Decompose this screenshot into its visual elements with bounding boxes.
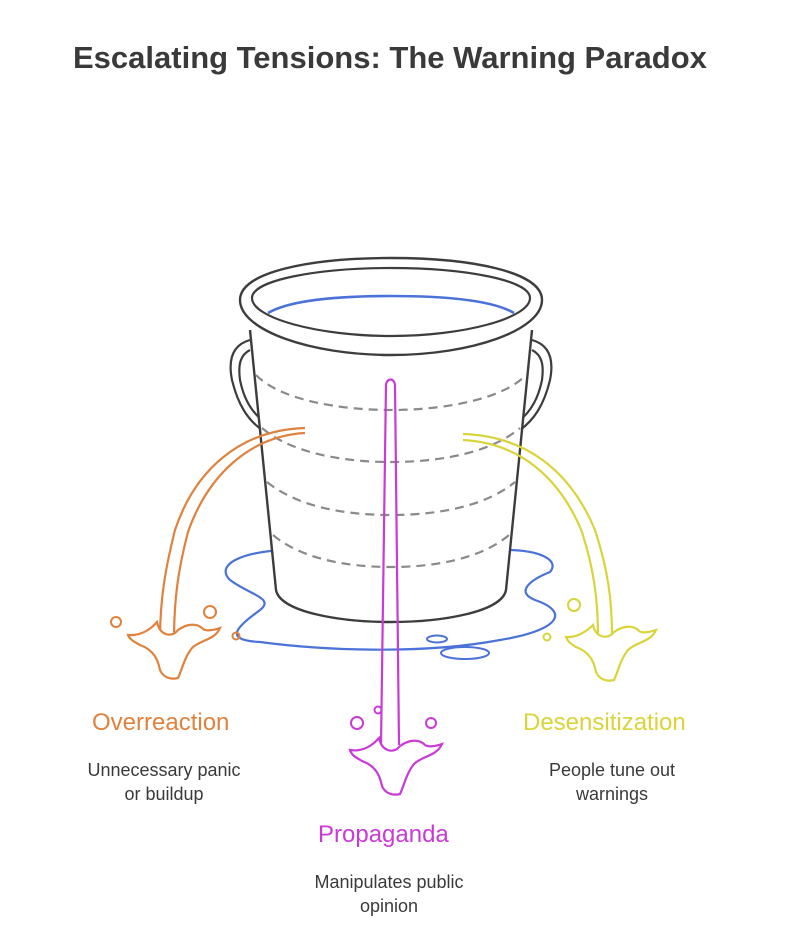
desensitization-splash [564,622,658,682]
overreaction-stream [158,426,306,641]
water-drop-large [440,646,490,660]
desensitization-description-line1: People tune out [548,760,676,780]
water-drop-small [426,634,448,644]
overreaction-splash [126,619,222,680]
overreaction-description-line1: Unnecessary panic [87,760,241,780]
desensitization-stream [462,432,614,637]
desensitization-label: Desensitization [523,709,686,736]
propaganda-stream [379,378,401,746]
bucket-handle-right [519,338,553,431]
bucket-handle-left [229,338,263,431]
propaganda-label: Propaganda [318,821,449,848]
propaganda-description-line2: opinion [359,896,419,916]
bucket-dashed-bands [255,374,527,569]
title-text: Escalating Tensions: The Warning Paradox [73,40,707,75]
overreaction-description: Unnecessary panic or buildup [64,758,264,806]
bucket-body [248,329,534,624]
propaganda-description-line1: Manipulates public [314,872,464,892]
bucket-rim-inner [250,266,532,338]
overreaction-description-line2: or buildup [124,784,204,804]
overreaction-label: Overreaction [92,709,230,736]
water-puddle [224,548,557,651]
propaganda-description: Manipulates public opinion [289,870,489,918]
water-surface [267,294,515,315]
desensitization-description: People tune out warnings [512,758,712,806]
desensitization-description-line2: warnings [575,784,649,804]
propaganda-splash [348,735,444,796]
bucket-handle-right-inner [519,349,544,421]
bucket-handle-left-inner [238,349,263,421]
